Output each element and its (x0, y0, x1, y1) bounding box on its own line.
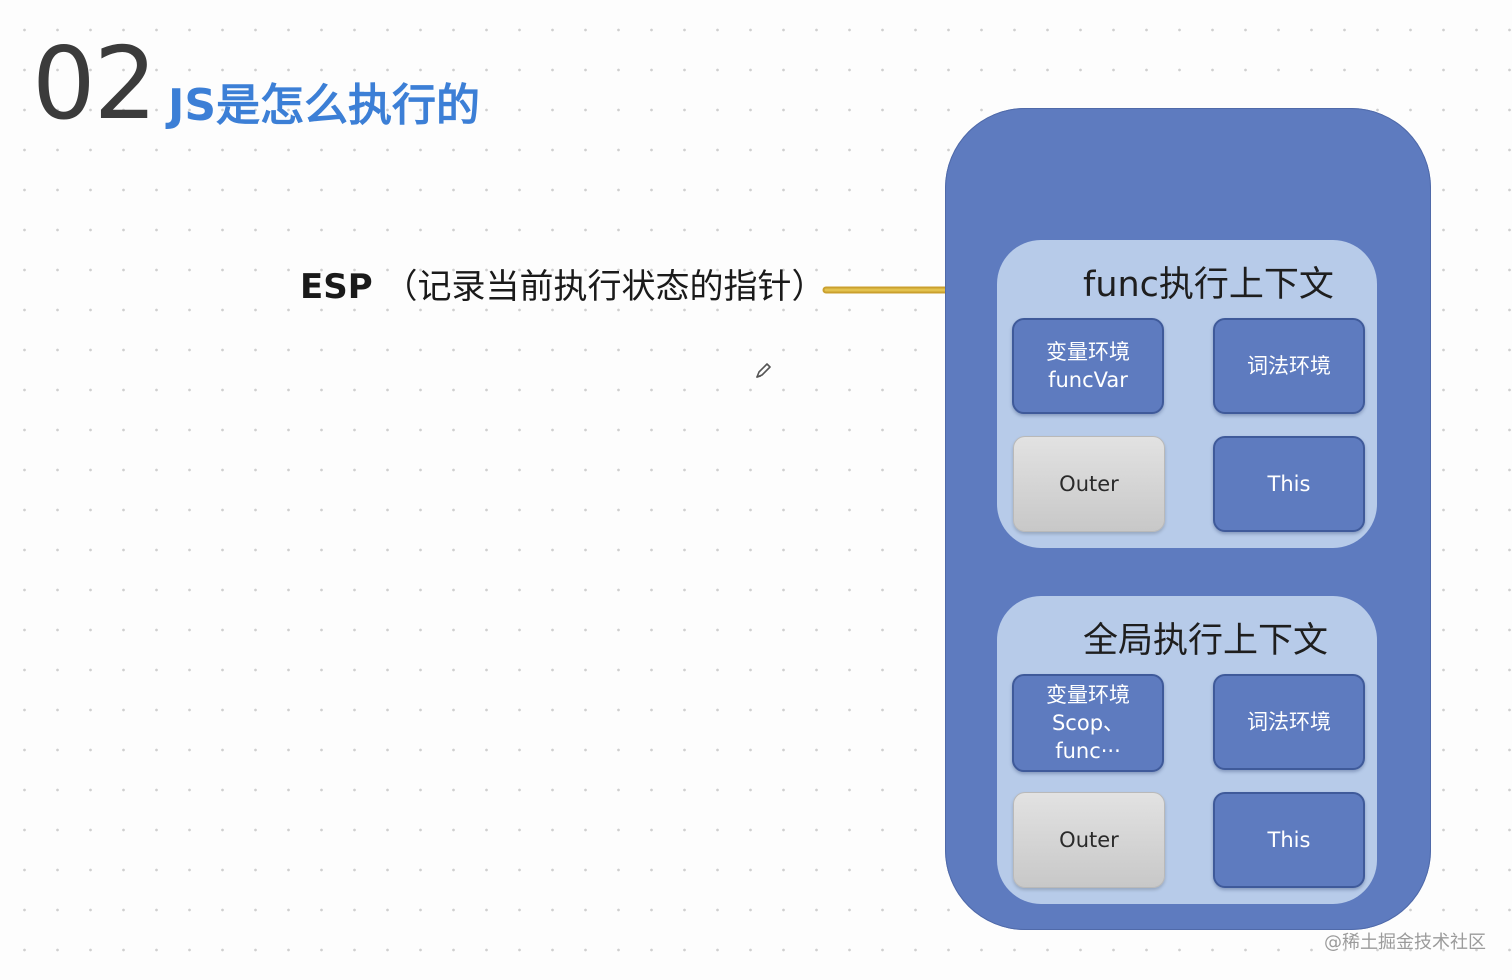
func-this-label: This (1267, 472, 1311, 496)
global-context-title: 全局执行上下文 (1083, 621, 1329, 661)
global-outer: Outer (1013, 792, 1165, 888)
global-variable-environment: 变量环境 Scop、 func··· (1012, 674, 1164, 772)
global-lexical-env-label: 词法环境 (1247, 710, 1331, 734)
global-this: This (1213, 792, 1365, 888)
func-outer-label: Outer (1059, 472, 1119, 496)
func-lexical-environment: 词法环境 (1213, 318, 1365, 414)
func-variable-env-value: funcVar (1048, 368, 1128, 392)
func-outer: Outer (1013, 436, 1165, 532)
global-this-label: This (1267, 828, 1311, 852)
func-context-title: func执行上下文 (1083, 265, 1334, 305)
func-this: This (1213, 436, 1365, 532)
func-lexical-env-label: 词法环境 (1247, 354, 1331, 378)
func-execution-context: func执行上下文 变量环境 funcVar 词法环境 Outer This (997, 240, 1377, 548)
func-variable-env-label: 变量环境 (1046, 340, 1130, 364)
watermark: @稀土掘金技术社区 (1324, 932, 1486, 953)
global-variable-env-value-1: Scop、 (1051, 711, 1125, 735)
global-execution-context: 全局执行上下文 变量环境 Scop、 func··· 词法环境 Outer Th… (997, 596, 1377, 904)
esp-label: ESP （记录当前执行状态的指针） (300, 264, 825, 310)
esp-description: （记录当前执行状态的指针） (383, 267, 826, 307)
slide-title: JS是怎么执行的 (168, 80, 481, 131)
global-lexical-environment: 词法环境 (1213, 674, 1365, 770)
global-variable-env-label: 变量环境 (1046, 683, 1130, 707)
global-variable-env-value-2: func··· (1055, 739, 1121, 763)
global-outer-label: Outer (1059, 828, 1119, 852)
esp-name: ESP (300, 267, 373, 307)
func-variable-environment: 变量环境 funcVar (1012, 318, 1164, 414)
pencil-icon (756, 363, 771, 378)
slide-number: 02 (32, 25, 157, 142)
